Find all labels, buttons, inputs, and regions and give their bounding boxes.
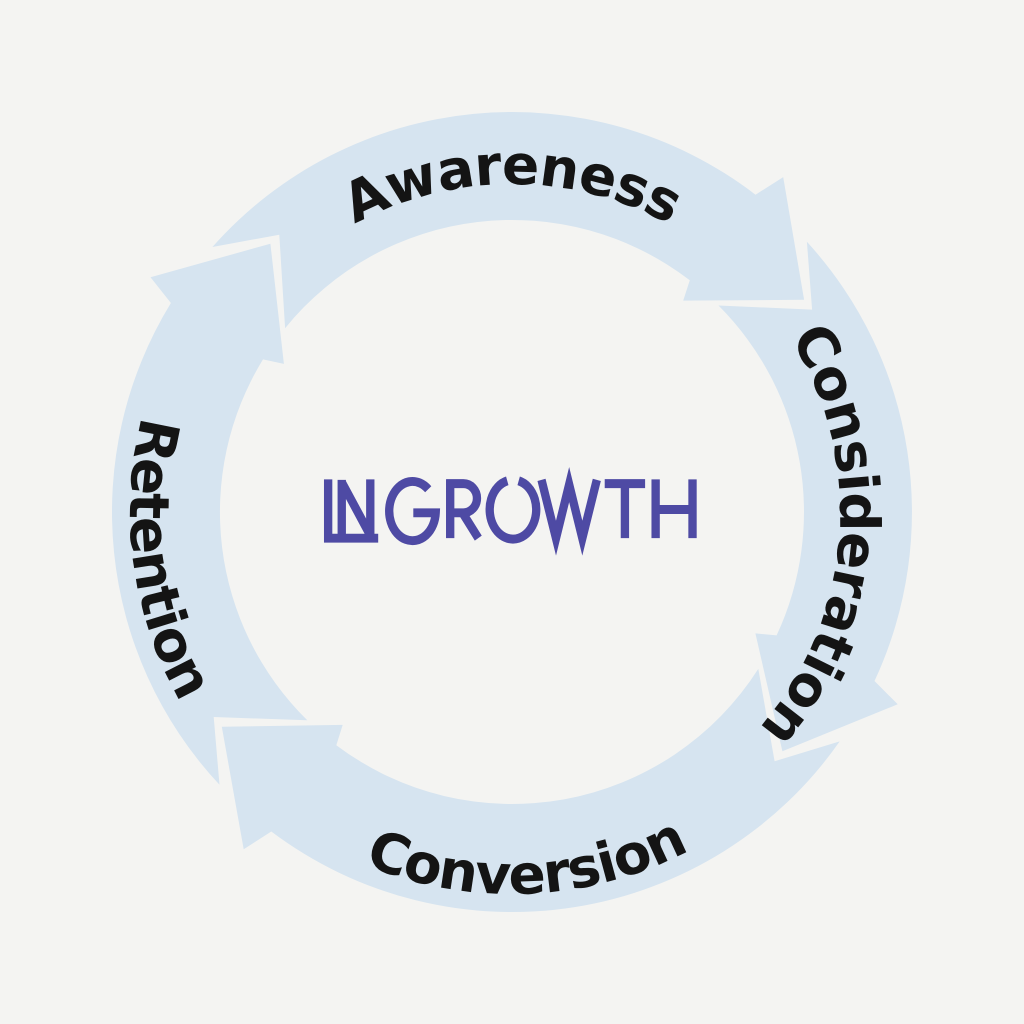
ring-segment-awareness (212, 112, 805, 329)
logo-letter-w (537, 467, 601, 556)
ring-segment-conversion (221, 668, 840, 913)
logo-letter-t (604, 479, 646, 539)
logo-letter-g (385, 477, 441, 546)
lngrowth-logo (323, 467, 697, 556)
logo-letter-o (485, 476, 541, 544)
ring-segment-consideration (718, 241, 912, 752)
ring-arrows (111, 112, 912, 913)
ring-segment-retention (111, 243, 308, 785)
logo-monogram-ln (323, 479, 379, 543)
logo-letter-r (446, 479, 482, 541)
logo-letter-h (651, 479, 697, 539)
